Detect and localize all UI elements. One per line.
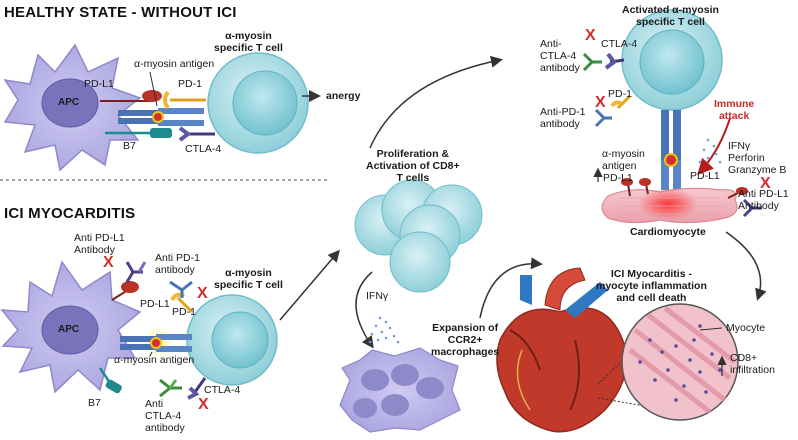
activated-tcell-title: Activated α-myosin specific T cell (622, 4, 719, 28)
ifng-dots-middle (368, 316, 400, 344)
ici-pdl1-label: PD-L1 (140, 298, 170, 310)
to-outcome-arrow (725, 231, 767, 301)
healthy-pd1-label: PD-1 (178, 78, 202, 90)
healthy-pdl1-pd1 (100, 90, 206, 110)
ici-antigen-pointer (149, 351, 153, 357)
healthy-tcell-label: α-myosin specific T cell (214, 30, 283, 54)
healthy-b7-ctla4 (105, 126, 215, 142)
immune-attack-arrow (697, 117, 731, 175)
expansion-label: Expansion of CCR2+ macrophages (431, 322, 500, 358)
healthy-section-title: HEALTHY STATE - WITHOUT ICI (4, 4, 237, 21)
activated-tcell (621, 9, 723, 111)
healthy-mhc-tcr-complex (118, 108, 204, 126)
activated-pdl1-block-x: X (760, 175, 771, 192)
healthy-antigen-label: α-myosin antigen (134, 58, 215, 70)
myocyte-pointer (699, 327, 723, 331)
ici-tcell-label: α-myosin specific T cell (214, 267, 283, 291)
cd8-infiltration-label: CD8+ infiltration (730, 352, 775, 376)
healthy-ctla4-label: CTLA-4 (185, 143, 222, 155)
outcome-title: ICI Myocarditis - myocyte inflammation a… (596, 268, 707, 304)
ici-ctla4-with-antibody (159, 377, 207, 400)
pdl1-left-label: PD-L1 (603, 172, 633, 184)
ici-apc-cell (0, 260, 142, 394)
ici-mhc-tcr-complex (120, 334, 192, 352)
activated-anti-ctla4-label: Anti- CTLA-4 antibody (540, 38, 580, 74)
heart-illustration (496, 267, 628, 433)
ici-anti-pd1-label: Anti PD-1 antibody (155, 252, 200, 276)
ici-ctla4-label: CTLA-4 (204, 384, 241, 396)
anergy-label: anergy (326, 90, 361, 102)
activated-tcr-column (661, 110, 681, 190)
ici-pdl1-block-x: X (103, 254, 114, 271)
immune-attack-label: Immune attack (714, 98, 755, 122)
ifng-middle-label: IFNγ (366, 290, 389, 302)
healthy-apc-cell (3, 43, 142, 172)
healthy-tcell (207, 52, 309, 154)
ici-anti-pdl1-label: Anti PD-L1 Antibody (74, 232, 125, 256)
ici-anti-ctla4-label: Anti CTLA-4 antibody (145, 398, 185, 434)
ici-apc-label: APC (58, 324, 80, 335)
pdl1-right-label: PD-L1 (690, 170, 720, 182)
histology-circle (621, 303, 739, 421)
myocyte-label: Myocyte (726, 322, 766, 334)
expansion-arrow (479, 257, 543, 319)
healthy-b7-label: B7 (123, 140, 136, 152)
healthy-apc-label: APC (58, 97, 80, 108)
proliferating-tcell-cluster (354, 179, 483, 293)
ici-ctla4-block-x: X (198, 396, 209, 413)
ici-to-proliferation-arrow (279, 249, 340, 321)
to-macrophage-arrow (355, 271, 374, 349)
cardiomyocyte-pdl1-markers (621, 178, 762, 218)
activated-pd1-with-antibody (594, 94, 632, 128)
cytokine-dots-right (698, 138, 722, 164)
ici-pd1-label: PD-1 (172, 306, 196, 318)
ici-b7-label: B7 (88, 397, 101, 409)
proliferation-label: Proliferation & Activation of CD8+ T cel… (366, 148, 460, 184)
cardiomyocyte-cell (601, 187, 738, 224)
activated-ctla4-block-x: X (585, 27, 596, 44)
antigen-pointer (149, 71, 158, 107)
ici-section-title: ICI MYOCARDITIS (4, 205, 136, 222)
activated-antigen-label: α-myosin antigen (602, 148, 645, 172)
ici-tcell (186, 294, 278, 386)
ici-pd1-with-antibody (169, 280, 194, 314)
ici-antigen-label: α-myosin antigen (114, 354, 195, 366)
healthy-pdl1-label: PD-L1 (84, 78, 114, 90)
activated-pd1-label: PD-1 (608, 88, 632, 100)
activated-anti-pd1-label: Anti-PD-1 antibody (540, 106, 586, 130)
to-activated-arrow (369, 55, 503, 149)
activated-pd1-block-x: X (595, 94, 606, 111)
activated-ctla4-with-antibody (582, 52, 625, 72)
cytokines-label: IFNγ Perforin Granzyme B (728, 140, 787, 176)
ccr2-macrophage-cluster (339, 347, 461, 433)
ici-b7 (98, 367, 122, 394)
activated-anti-pdl1-label: Anti PD-L1 Antibody (738, 188, 789, 212)
cardiomyocyte-label: Cardiomyocyte (630, 226, 706, 238)
ici-pd1-block-x: X (197, 285, 208, 302)
activated-ctla4-label: CTLA-4 (601, 38, 638, 50)
ici-pdl1-with-antibody (111, 261, 147, 301)
